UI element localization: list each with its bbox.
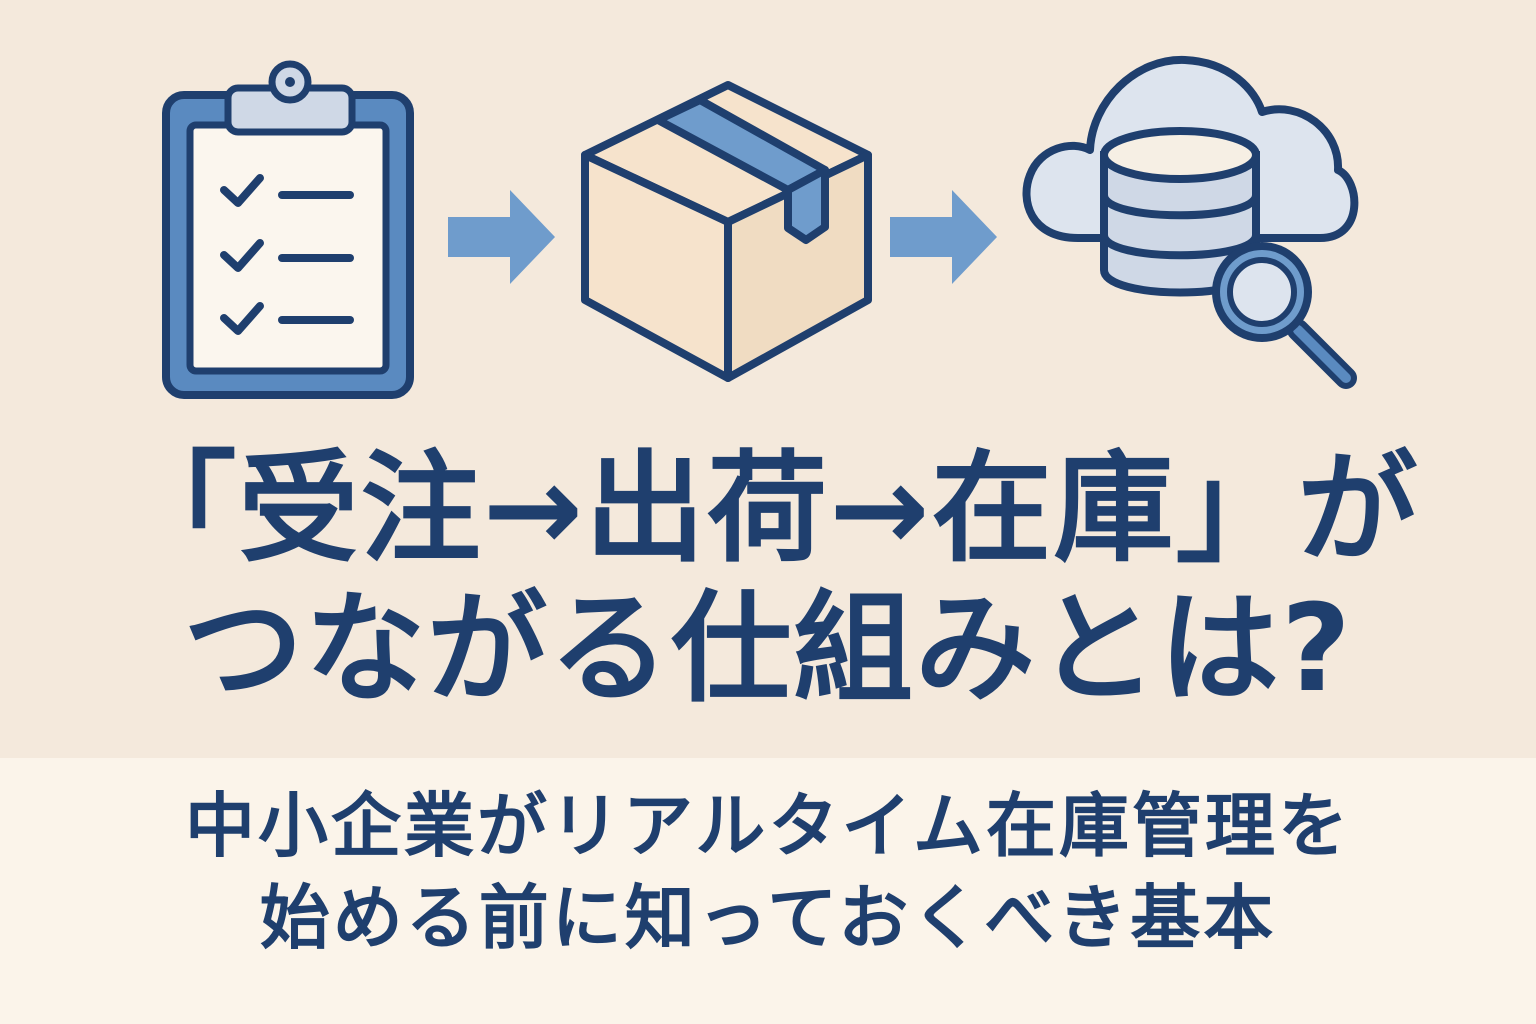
subtitle-line-2: 始める前に知っておくべき基本: [259, 877, 1277, 959]
cloud-database-search-icon: [1022, 55, 1359, 389]
subtitle: 中小企業がリアルタイム在庫管理を 始める前に知っておくべき基本: [0, 780, 1536, 964]
main-title: 「受注→出荷→在庫」が つながる仕組みとは?: [0, 440, 1536, 720]
arrow-right-icon: [448, 190, 555, 284]
clipboard-checklist-icon: [162, 60, 414, 399]
process-flow-icons: [162, 55, 1359, 399]
subtitle-line-1: 中小企業がリアルタイム在庫管理を: [185, 785, 1351, 867]
subtitle-band: [0, 758, 1536, 1024]
title-line-1: 「受注→出荷→在庫」が: [116, 440, 1420, 579]
title-line-2: つながる仕組みとは?: [183, 580, 1353, 719]
cardboard-box-icon: [581, 81, 872, 382]
arrow-right-icon: [890, 190, 997, 284]
